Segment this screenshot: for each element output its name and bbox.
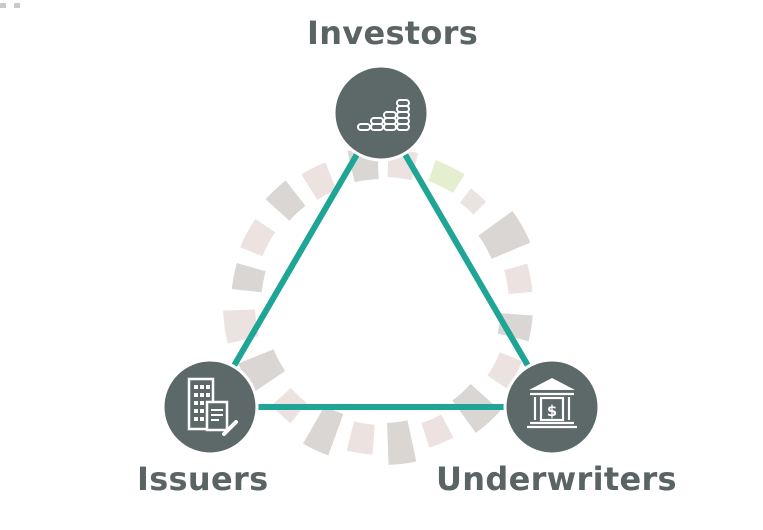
edge-investors-underwriters: [378, 110, 555, 410]
building-document-icon: [187, 377, 238, 436]
ring-segment: [487, 352, 523, 389]
ring-segment: [478, 210, 531, 259]
ring-segment: [301, 162, 337, 200]
edge-issuers-investors: [207, 110, 384, 410]
node-underwriters: $: [503, 358, 601, 456]
ring-segment: [231, 263, 266, 293]
ring-segment: [504, 263, 533, 295]
coin-stacks-icon: [357, 99, 410, 131]
ring-segment: [460, 188, 487, 215]
ring-segment: [303, 405, 344, 456]
underwriters-label: Underwriters: [436, 460, 677, 498]
node-issuers: [161, 358, 259, 456]
ring-segment: [421, 414, 454, 448]
top-edge-fragment: [0, 0, 60, 8]
ring-segment: [428, 160, 465, 194]
svg-text:$: $: [547, 402, 557, 420]
ring-segment: [240, 218, 276, 257]
bank-dollar-icon: $: [527, 378, 577, 429]
ring-segment: [387, 420, 417, 465]
ring-segment: [346, 421, 375, 455]
node-investors: [332, 64, 430, 162]
issuers-label: Issuers: [137, 460, 269, 498]
investors-label: Investors: [307, 14, 479, 52]
ring-segment: [265, 180, 306, 221]
triangle-edges: [207, 110, 555, 410]
